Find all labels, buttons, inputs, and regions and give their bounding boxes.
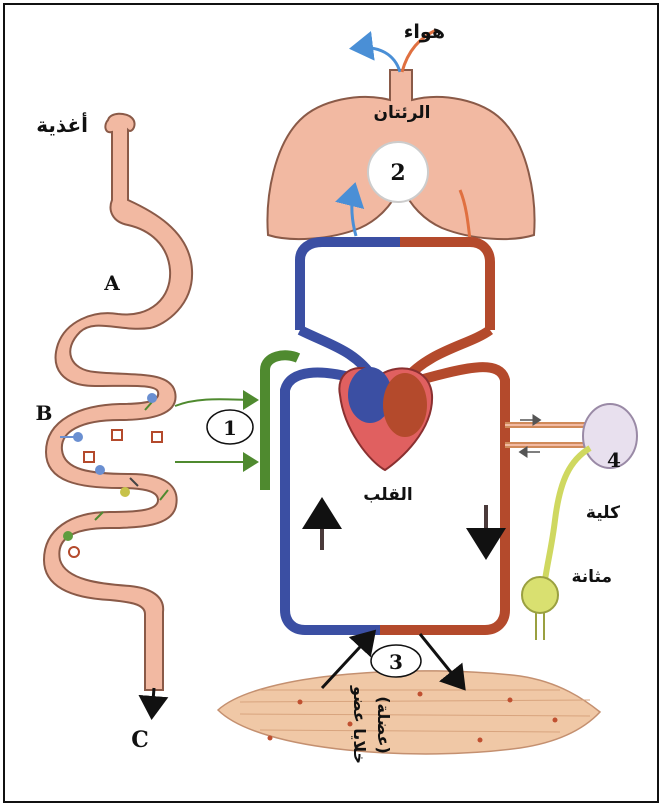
label-muscle: (عضلة) bbox=[374, 696, 393, 754]
label-muscle-cells: خلايا عضو bbox=[350, 685, 369, 764]
absorption-arrow-upper bbox=[175, 399, 255, 406]
air-out-arrow bbox=[355, 47, 400, 72]
label-kidney: كلية bbox=[586, 503, 620, 523]
label-n4: 4 bbox=[607, 448, 621, 472]
label-n2: 2 bbox=[390, 160, 405, 186]
label-lungs: الرئتان bbox=[373, 103, 430, 123]
particle-circle bbox=[95, 465, 105, 475]
particle-circle bbox=[63, 531, 73, 541]
ureter bbox=[545, 448, 590, 580]
gut-tube bbox=[44, 114, 192, 690]
heart bbox=[339, 367, 432, 470]
particle-circle bbox=[147, 393, 157, 403]
lungs bbox=[267, 70, 534, 239]
label-food: أغذية bbox=[36, 111, 88, 137]
label-bladder: مثانة bbox=[571, 567, 612, 587]
label-C: C bbox=[131, 727, 149, 753]
particle-circle bbox=[120, 487, 130, 497]
digestive-tract bbox=[44, 114, 192, 714]
muscle-tissue bbox=[218, 671, 600, 754]
exit-arrow bbox=[152, 688, 154, 714]
label-air: هواء bbox=[404, 21, 445, 43]
label-heart: القلب bbox=[363, 485, 412, 505]
particle-square bbox=[84, 452, 94, 462]
particle-square bbox=[152, 432, 162, 442]
label-A: A bbox=[103, 271, 120, 295]
bladder-shape bbox=[522, 577, 558, 613]
label-B: B bbox=[36, 401, 53, 425]
label-n1: 1 bbox=[223, 416, 237, 440]
label-n3: 3 bbox=[389, 650, 403, 674]
particle-square bbox=[112, 430, 122, 440]
particle-circle bbox=[69, 547, 79, 557]
